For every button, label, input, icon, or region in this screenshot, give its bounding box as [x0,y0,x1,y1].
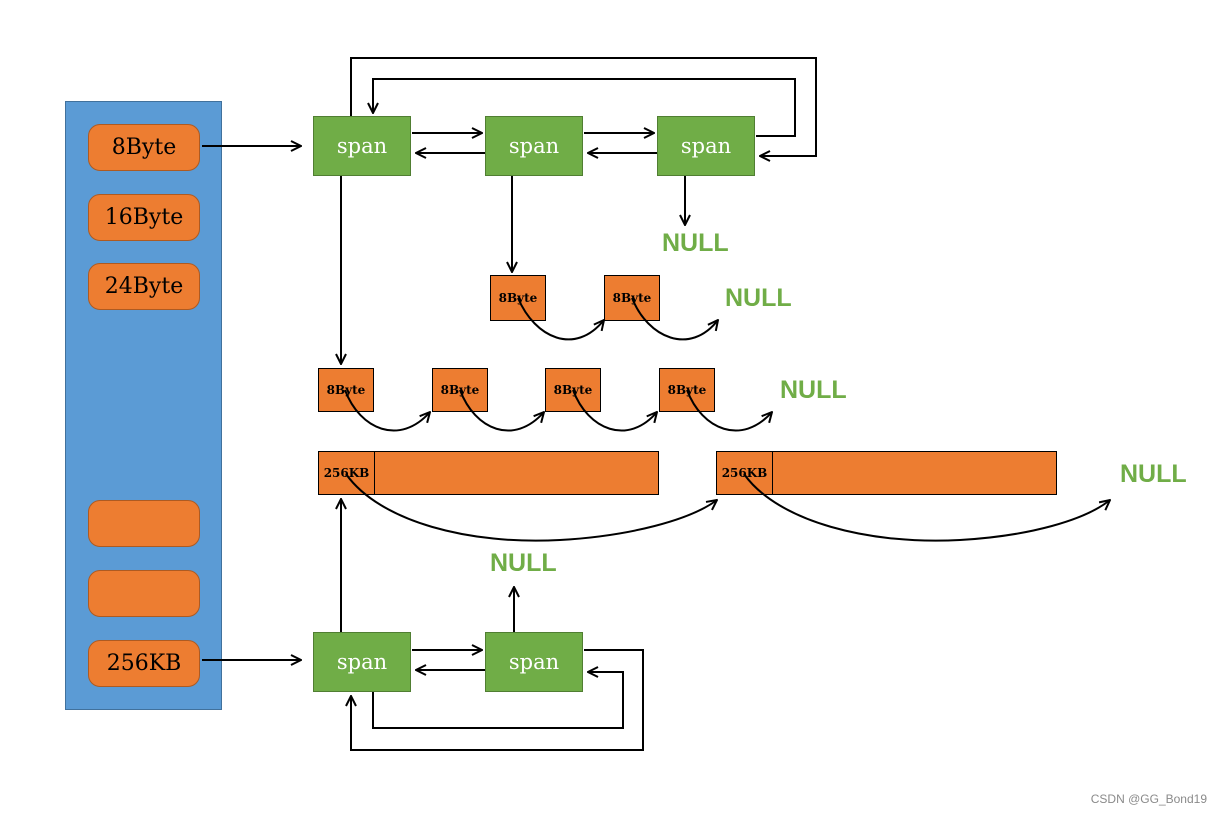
arrow [345,473,717,542]
bucket-label: 8Byte [111,135,177,160]
bucket-label: 16Byte [104,205,184,230]
object-256kb-header: 256KB [717,452,773,494]
span-node: span [485,116,583,176]
null-label: NULL [725,284,792,312]
bucket-blank-1 [88,500,200,547]
span-label: span [680,134,732,158]
arrow [351,649,644,751]
arrow [350,57,817,156]
arrow [631,297,718,341]
object-256kb: 256KB [318,451,659,495]
null-label: NULL [662,229,729,257]
bucket-label: 24Byte [104,274,184,299]
arrow [686,389,772,432]
arrow [572,389,657,432]
null-label: NULL [780,376,847,404]
arrow [459,389,544,432]
span-label: span [508,650,560,674]
span-label: span [336,650,388,674]
bucket-8byte: 8Byte [88,124,200,171]
span-label: span [336,134,388,158]
watermark: CSDN @GG_Bond19 [1090,792,1207,806]
object-label: 256KB [721,466,768,480]
bucket-label: 256KB [106,651,182,676]
object-label: 256KB [323,466,370,480]
span-node: span [485,632,583,692]
bucket-16byte: 16Byte [88,194,200,241]
bucket-24byte: 24Byte [88,263,200,310]
bucket-blank-2 [88,570,200,617]
span-node: span [657,116,755,176]
span-node: span [313,632,411,692]
arrow [743,473,1110,542]
object-256kb: 256KB [716,451,1057,495]
object-256kb-header: 256KB [319,452,375,494]
null-label: NULL [490,549,557,577]
arrow [517,297,604,341]
arrow [372,672,624,729]
bucket-256kb: 256KB [88,640,200,687]
span-label: span [508,134,560,158]
arrow [344,389,430,432]
span-node: span [313,116,411,176]
arrow [373,78,796,137]
null-label: NULL [1120,460,1187,488]
